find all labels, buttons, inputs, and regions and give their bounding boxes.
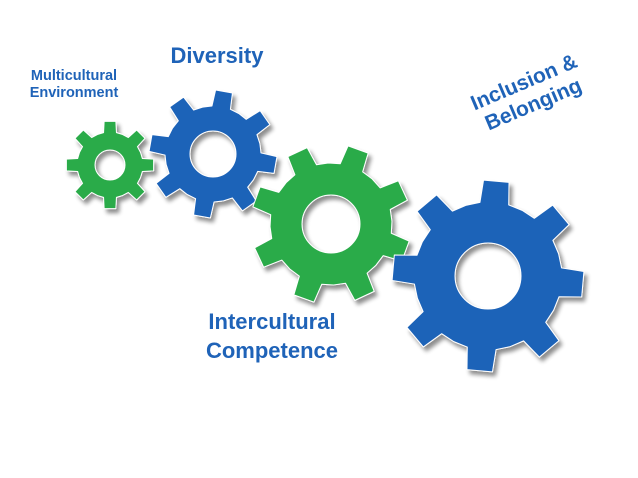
- green-intercultural-gear-icon: [252, 145, 410, 303]
- intercultural-competence-label: Intercultural Competence: [196, 307, 348, 365]
- multicultural-label-line-1: Multicultural: [30, 68, 118, 84]
- intercultural-label-line-1: Intercultural: [208, 309, 336, 334]
- diversity-label: Diversity: [170, 43, 264, 68]
- multicultural-environment-label: Multicultural Environment: [14, 68, 134, 101]
- large-blue-inclusion-gear-icon: [391, 179, 585, 373]
- multicultural-label-line-2: Environment: [29, 84, 119, 101]
- intercultural-label-line-2: Competence: [205, 338, 339, 364]
- blue-diversity-gear-icon: [148, 89, 278, 219]
- small-green-gear-icon: [65, 120, 155, 210]
